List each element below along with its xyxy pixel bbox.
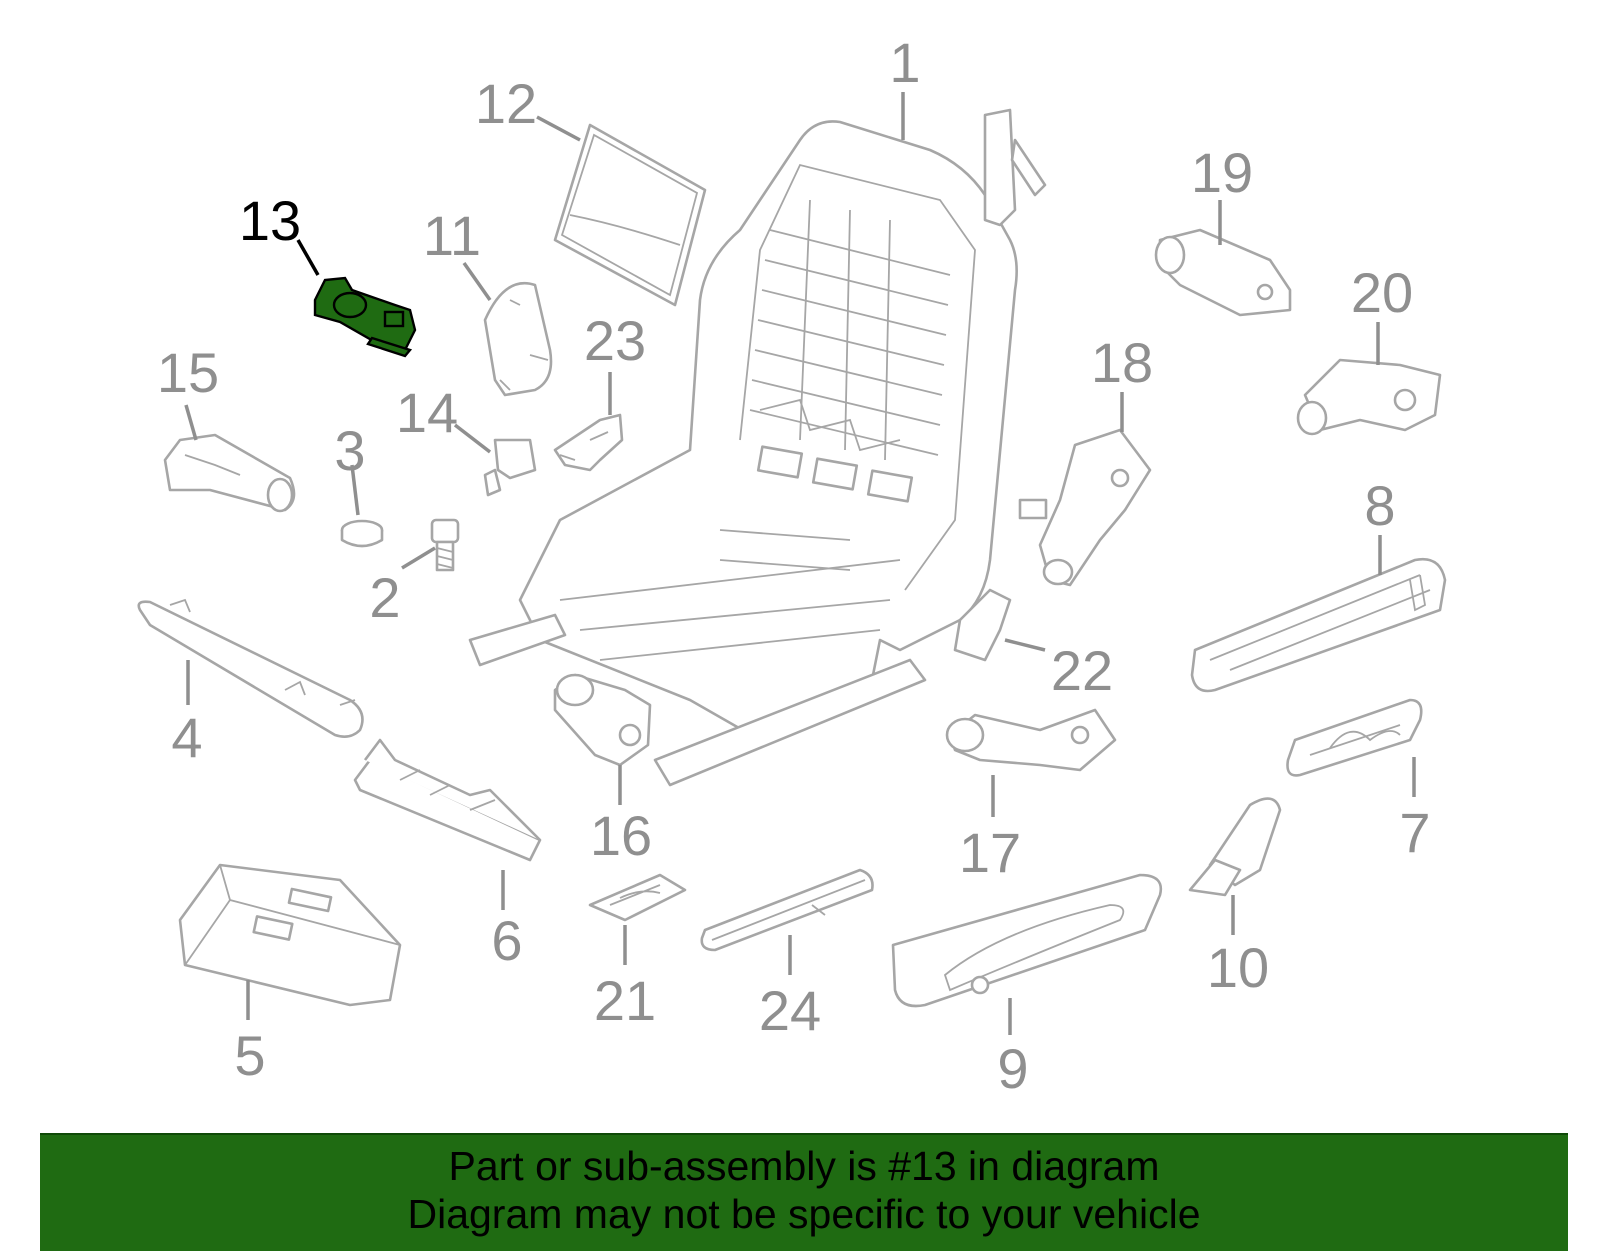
banner-line-part-number: Part or sub-assembly is #13 in diagram: [448, 1143, 1160, 1189]
label-8: 8: [1364, 474, 1395, 537]
label-4: 4: [171, 706, 202, 769]
part-3-nut: [340, 519, 384, 548]
label-6: 6: [491, 909, 522, 972]
label-23: 23: [584, 309, 646, 372]
part-21-clip: [588, 873, 687, 922]
label-16: 16: [590, 804, 652, 867]
label-11: 11: [423, 204, 481, 267]
label-15: 15: [157, 341, 219, 404]
part-14-bracket: [483, 438, 537, 497]
arrow-22: [1004, 638, 1046, 652]
label-12: 12: [475, 72, 537, 135]
arrow-15: [184, 404, 198, 441]
callout-labels: 1 2 3 4 5 6 7 8 9 10 11 12 13 14 15 16 1…: [157, 31, 1431, 1100]
part-18-motor: [1018, 428, 1152, 587]
label-2: 2: [369, 566, 400, 629]
label-17: 17: [959, 821, 1021, 884]
part-5-storage-box: [178, 863, 402, 1007]
arrow-14: [453, 423, 492, 454]
arrow-12: [536, 115, 581, 142]
part-23-bracket: [553, 413, 624, 472]
part-1-seat-frame: [468, 108, 1047, 787]
label-19: 19: [1191, 141, 1253, 204]
label-18: 18: [1091, 331, 1153, 394]
arrow-11: [462, 261, 492, 302]
label-7: 7: [1399, 801, 1430, 864]
label-10: 10: [1207, 936, 1269, 999]
label-13: 13: [239, 189, 301, 252]
part-9-side-trim: [891, 873, 1163, 1008]
part-11-trim-cover: [483, 281, 553, 397]
callout-arrows: [184, 92, 1416, 1035]
label-5: 5: [234, 1024, 265, 1087]
banner-line-disclaimer: Diagram may not be specific to your vehi…: [407, 1191, 1201, 1237]
part-10-cover: [1188, 797, 1282, 897]
part-20-motor: [1296, 358, 1442, 436]
part-7-switch-panel: [1286, 698, 1423, 777]
info-banner: Part or sub-assembly is #13 in diagram D…: [40, 1133, 1568, 1251]
label-24: 24: [759, 979, 821, 1042]
arrow-13: [296, 239, 320, 276]
label-3: 3: [334, 419, 365, 482]
part-2-bolt: [430, 518, 460, 572]
part-4-trim-strip: [137, 598, 364, 738]
label-20: 20: [1351, 261, 1413, 324]
label-22: 22: [1051, 639, 1113, 702]
label-14: 14: [396, 381, 458, 444]
part-8-rail-cover: [1190, 557, 1447, 693]
label-9: 9: [997, 1037, 1028, 1100]
part-12-panel: [553, 123, 707, 307]
label-1: 1: [889, 31, 920, 94]
part-15-motor: [163, 433, 296, 513]
label-21: 21: [594, 969, 656, 1032]
part-6-tray: [353, 738, 542, 862]
part-16-motor: [553, 673, 652, 767]
arrow-2: [401, 546, 436, 570]
part-17-motor: [945, 708, 1117, 772]
part-19-motor: [1154, 228, 1292, 317]
part-13-motor-assembly-highlighted: [313, 276, 417, 358]
part-24-rail-trim: [700, 868, 874, 952]
part-22-bracket: [953, 588, 1012, 662]
arrow-3: [350, 464, 360, 516]
